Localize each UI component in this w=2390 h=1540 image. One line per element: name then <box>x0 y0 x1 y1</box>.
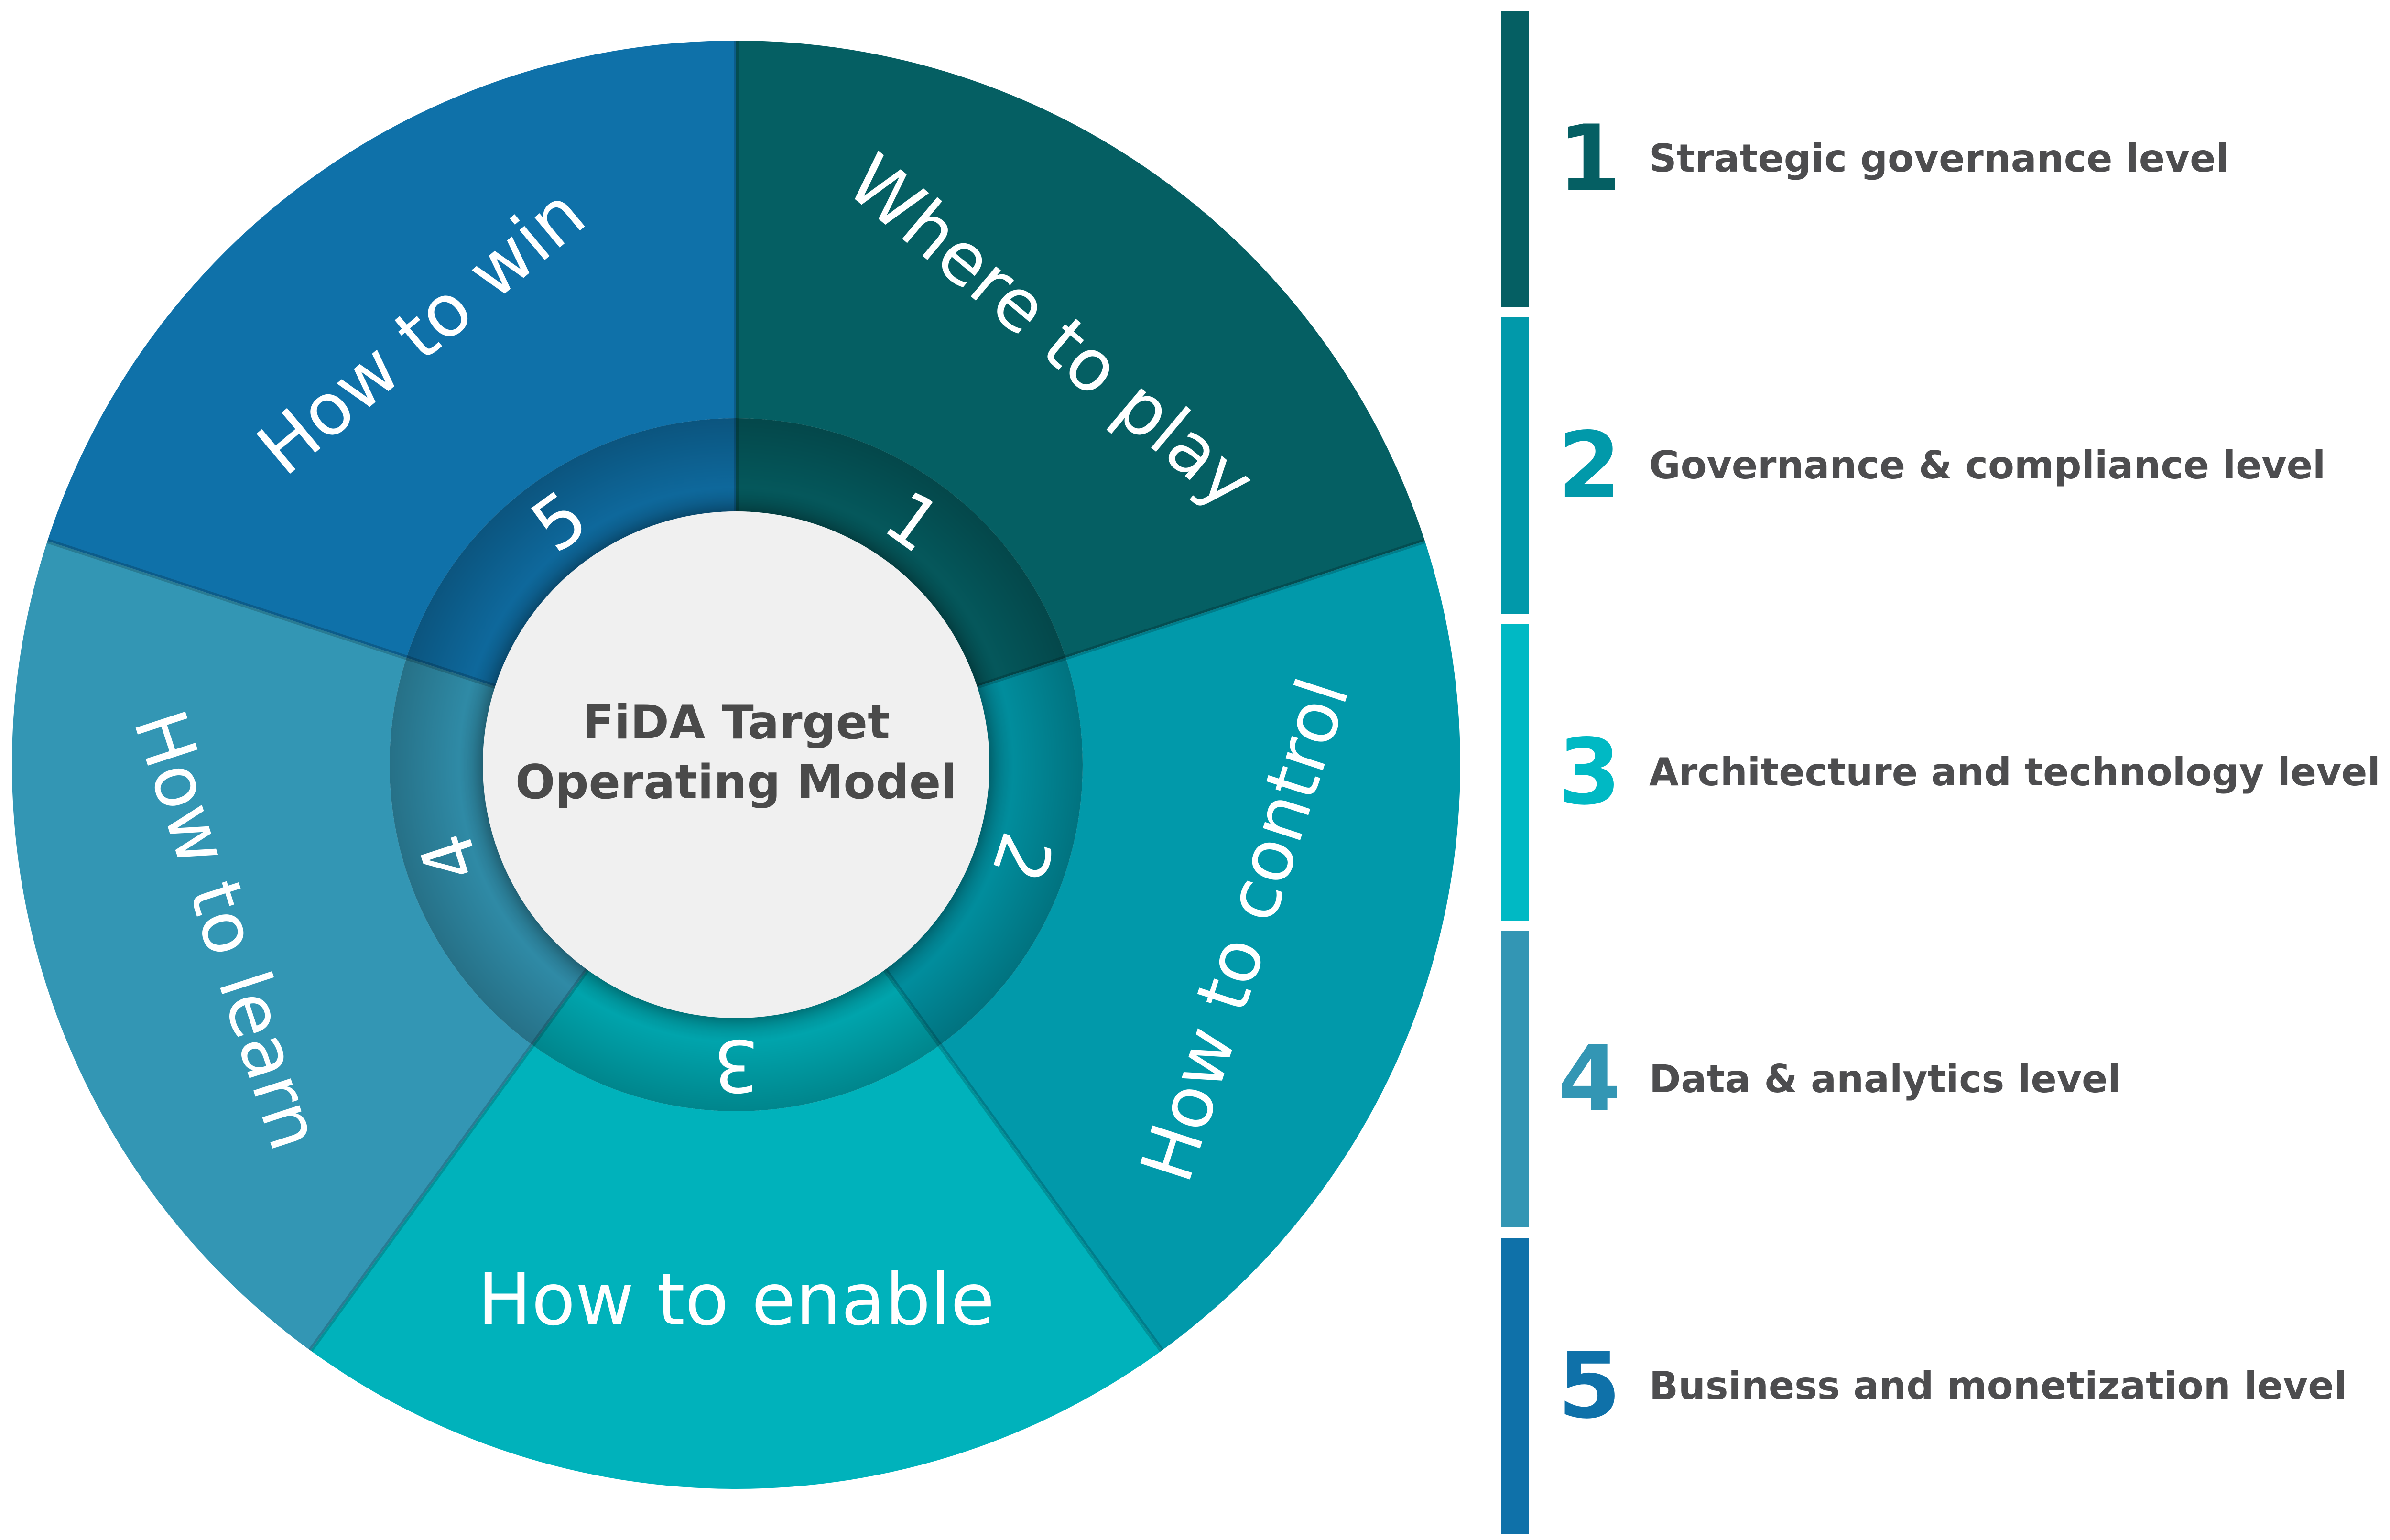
segment-label-3: How to enable <box>478 1258 995 1342</box>
segment-divider <box>883 968 1164 1352</box>
outer-segments <box>12 41 1460 1489</box>
segment-3 <box>310 1045 1162 1489</box>
segment-4 <box>12 541 532 1351</box>
legend-label: Governance & compliance level <box>1649 443 2326 488</box>
legend-color-bar <box>1501 931 1529 1227</box>
legend-item-4: 4 Data & analytics level <box>1501 931 2380 1227</box>
legend-color-bar <box>1501 1238 1529 1534</box>
segment-2 <box>940 541 1460 1351</box>
center-title-line-1: FiDA Target <box>582 695 890 750</box>
legend-item-5: 5 Business and monetization level <box>1501 1238 2380 1534</box>
segment-divider <box>308 968 589 1352</box>
legend-label: Data & analytics level <box>1649 1057 2121 1101</box>
levels-legend: 1 Strategic governance level 2 Governanc… <box>1501 11 2380 1540</box>
segment-1 <box>736 41 1425 658</box>
legend-item-1: 1 Strategic governance level <box>1501 11 2380 307</box>
legend-color-bar <box>1501 11 1529 307</box>
legend-label: Strategic governance level <box>1649 136 2229 181</box>
legend-number: 1 <box>1557 106 1621 211</box>
segment-divider <box>46 539 496 689</box>
legend-item-3: 3 Architecture and technology level <box>1501 624 2380 921</box>
segment-number-3: 3 <box>713 1023 759 1106</box>
legend-label: Business and monetization level <box>1649 1364 2347 1408</box>
legend-number: 5 <box>1557 1333 1621 1439</box>
segment-divider <box>976 539 1426 689</box>
legend-item-2: 2 Governance & compliance level <box>1501 317 2380 614</box>
segment-5 <box>47 41 736 658</box>
legend-color-bar <box>1501 624 1529 921</box>
legend-number: 2 <box>1557 412 1621 518</box>
legend-number: 3 <box>1557 719 1621 825</box>
legend-number: 4 <box>1557 1026 1621 1132</box>
center-title-line-2: Operating Model <box>515 755 957 810</box>
segment-separators <box>46 41 1426 1352</box>
legend-color-bar <box>1501 317 1529 614</box>
center-disc <box>483 511 989 1018</box>
legend-label: Architecture and technology level <box>1649 750 2380 794</box>
